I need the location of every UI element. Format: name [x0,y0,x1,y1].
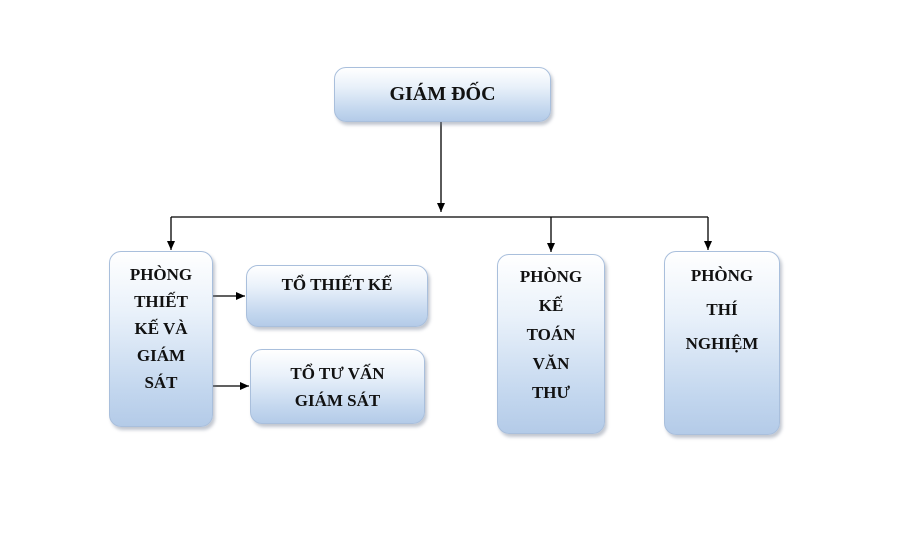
node-lab-dept-label: PHÒNG THÍ NGHIỆM [685,266,759,353]
node-design-team: TỔ THIẾT KẾ [246,265,428,327]
node-design-supervision-dept-label: PHÒNG THIẾT KẾ VÀ GIÁM SÁT [129,265,193,392]
node-accounting-dept-label: PHÒNG KẾ TOÁN VĂN THƯ [519,267,583,402]
node-consulting-team: TỔ TƯ VẤN GIÁM SÁT [250,349,425,424]
node-consulting-team-label: TỔ TƯ VẤN GIÁM SÁT [290,363,385,410]
node-design-supervision-dept: PHÒNG THIẾT KẾ VÀ GIÁM SÁT [109,251,213,427]
node-accounting-dept: PHÒNG KẾ TOÁN VĂN THƯ [497,254,605,434]
node-director: GIÁM ĐỐC [334,67,551,122]
node-director-label: GIÁM ĐỐC [389,83,496,105]
node-design-team-label: TỔ THIẾT KẾ [281,275,393,294]
node-lab-dept: PHÒNG THÍ NGHIỆM [664,251,780,435]
